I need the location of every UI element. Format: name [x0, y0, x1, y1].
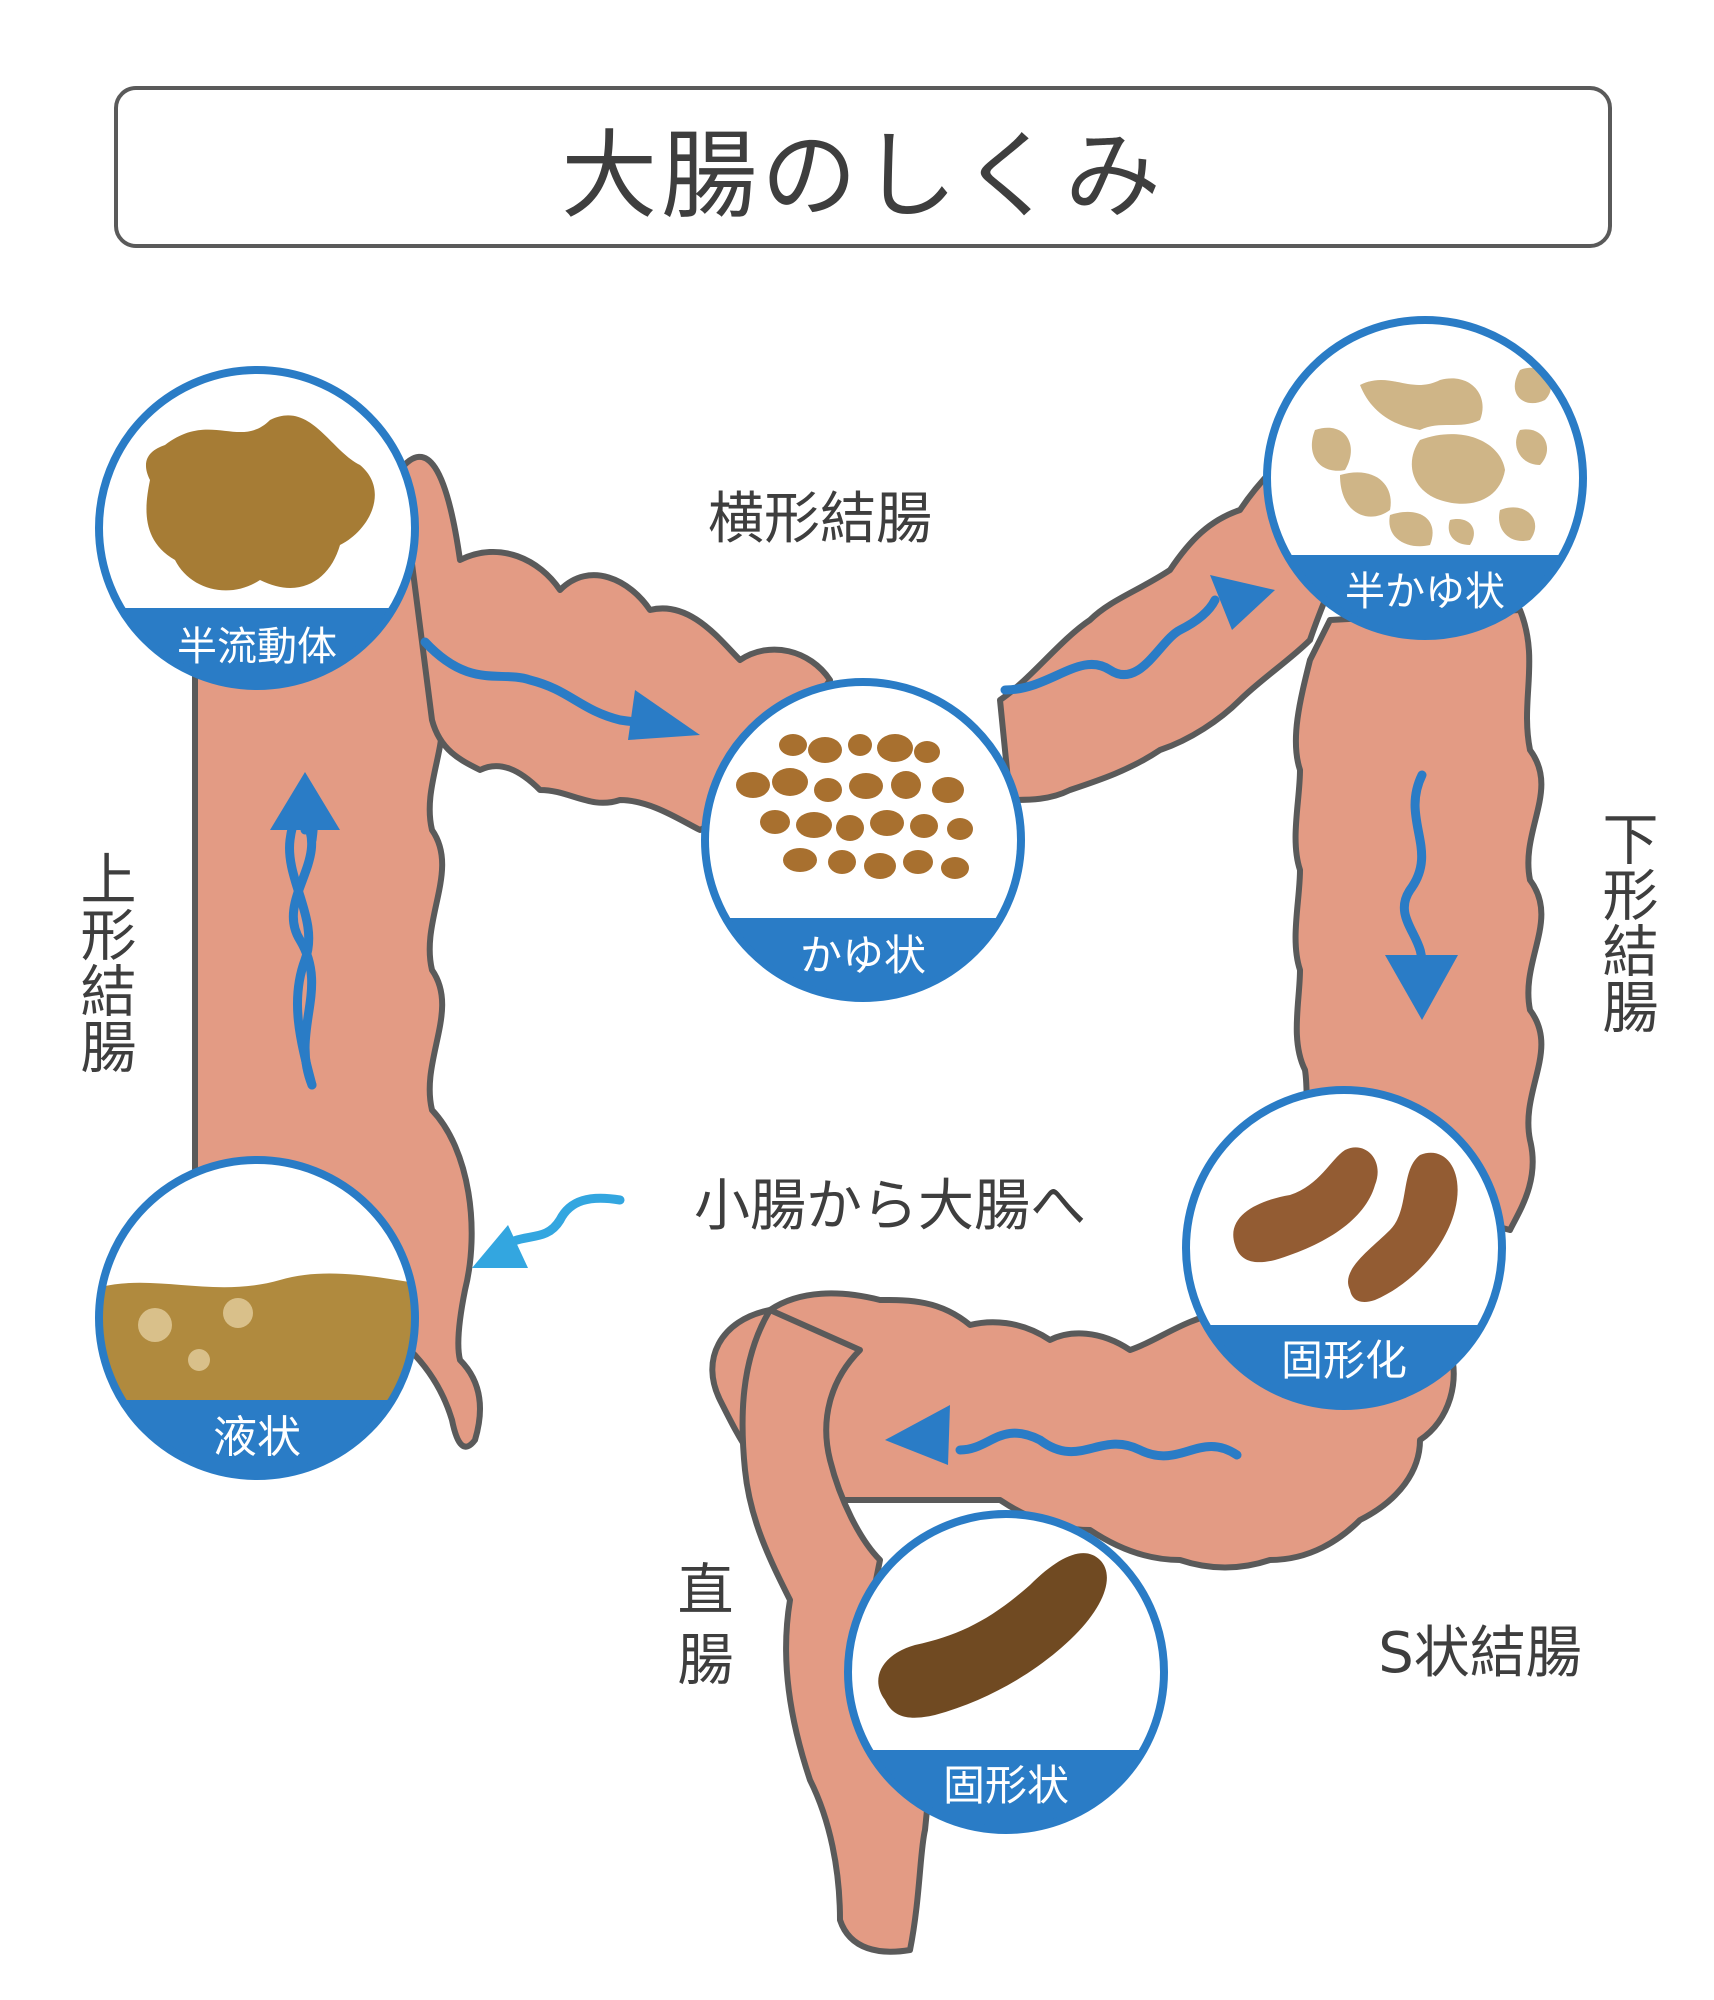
label-sigmoid-colon: S状結腸	[1378, 1621, 1582, 1686]
rectum	[739, 1307, 933, 1955]
porridge-piece	[914, 741, 940, 763]
stage-ring	[1263, 316, 1587, 640]
label-entry: 小腸から大腸へ	[694, 1174, 1086, 1239]
porridge-piece	[814, 778, 842, 802]
porridge-piece	[849, 773, 883, 799]
stage-ring	[95, 1156, 419, 1480]
porridge-piece	[910, 814, 938, 838]
porridge-piece	[783, 848, 817, 872]
arrow-sigmoid	[955, 1428, 1242, 1461]
stage-label: かゆ状	[800, 931, 926, 980]
porridge-piece	[848, 734, 872, 756]
descending-colon	[1292, 607, 1545, 1233]
semi-porridge-piece	[1411, 434, 1505, 504]
stage-label: 固形化	[1281, 1336, 1407, 1385]
semi-porridge-piece	[1340, 472, 1391, 517]
stage-liquid: 液状	[95, 1156, 419, 1480]
arrow-descending	[1399, 770, 1427, 975]
arrow-head-sigmoid	[885, 1405, 950, 1465]
arrow-ascending-line	[289, 804, 317, 1090]
bubble	[223, 1298, 253, 1328]
arrow-transverse-right	[1000, 595, 1220, 695]
arrow-heads	[270, 575, 1458, 1465]
bubble	[138, 1308, 172, 1342]
arrow-head-transverse-right	[1210, 575, 1275, 630]
porridge-piece	[870, 810, 904, 836]
porridge-piece	[877, 734, 913, 762]
solidifying-stool-icon	[1233, 1147, 1378, 1263]
porridge-piece	[941, 857, 969, 879]
transverse-colon	[397, 453, 833, 833]
porridge-piece	[828, 850, 856, 874]
stage-porridge: かゆ状	[701, 678, 1025, 1002]
porridge-piece	[796, 812, 832, 838]
arrow-head-up	[270, 772, 340, 830]
semi-porridge-piece	[1389, 511, 1433, 547]
porridge-piece	[836, 815, 864, 841]
stage-semi-fluid: 半流動体	[95, 366, 419, 690]
porridge-piece	[903, 850, 933, 874]
semi-fluid-stool-icon	[145, 415, 375, 591]
solid-stool-icon	[878, 1553, 1107, 1718]
porridge-piece	[808, 737, 842, 763]
porridge-piece	[864, 853, 896, 879]
porridge-piece	[736, 772, 770, 798]
page-title: 大腸のしくみ	[561, 119, 1165, 232]
stage-label: 液状	[213, 1412, 301, 1463]
stage-ring	[701, 678, 1025, 1002]
arrow-head-transverse-left	[628, 690, 700, 740]
arrow-head-entry	[472, 1225, 528, 1268]
stage-ring	[1182, 1086, 1506, 1410]
stage-label: 半かゆ状	[1345, 569, 1505, 615]
porridge-piece	[891, 771, 921, 799]
porridge-piece	[760, 810, 790, 834]
label-ascending-colon: 上形結腸	[71, 850, 136, 1074]
arrow-head-down	[1385, 955, 1458, 1020]
porridge-piece	[772, 768, 808, 796]
bubble	[188, 1349, 210, 1371]
stage-solid: 固形状	[844, 1510, 1168, 1834]
arrow-entry	[495, 1193, 625, 1255]
label-transverse-colon: 横形結腸	[708, 487, 932, 552]
porridge-stool-icon	[779, 734, 807, 756]
semi-porridge-stool-icon	[1360, 378, 1483, 430]
solidifying-stool-piece	[1348, 1152, 1458, 1302]
stage-label: 固形状	[943, 1761, 1069, 1810]
stage-solidifying: 固形化	[1182, 1086, 1506, 1410]
semi-porridge-piece	[1311, 427, 1351, 471]
porridge-piece	[947, 818, 973, 840]
semi-porridge-piece	[1516, 429, 1548, 465]
stage-ring	[844, 1510, 1168, 1834]
stage-label: 半流動体	[177, 624, 337, 670]
label-descending-colon: 下形結腸	[1593, 810, 1658, 1034]
title-box: 大腸のしくみ	[114, 86, 1612, 248]
porridge-piece	[932, 777, 964, 803]
stage-ring	[95, 366, 419, 690]
liquid-stool-icon	[101, 1273, 413, 1400]
stage-semi-porridge: 半かゆ状	[1263, 316, 1587, 640]
label-rectum: 直腸	[668, 1560, 733, 1700]
semi-porridge-piece	[1499, 507, 1536, 541]
semi-porridge-piece	[1448, 519, 1474, 545]
